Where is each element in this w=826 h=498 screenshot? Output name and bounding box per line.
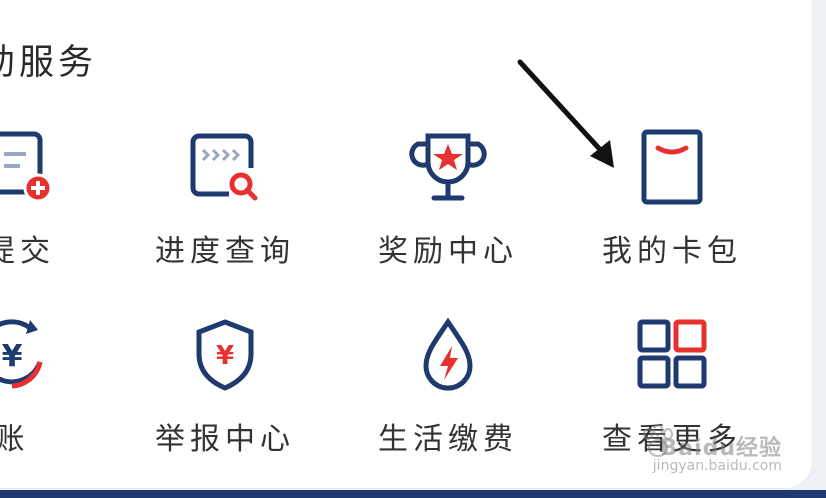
service-label: 我的卡包	[602, 234, 742, 269]
paw-logo-icon	[638, 422, 678, 462]
service-label: 提交	[0, 234, 55, 269]
service-item-submit[interactable]: 提交	[0, 128, 120, 288]
section-title: 助服务	[0, 43, 98, 83]
grid-more-icon	[632, 316, 712, 396]
service-label: 进度查询	[155, 234, 295, 269]
card-wallet-icon	[632, 128, 712, 208]
service-item-report-center[interactable]: ¥ 举报中心	[125, 316, 325, 476]
service-item-progress-query[interactable]: 进度查询	[125, 128, 325, 288]
refund-icon: ¥	[0, 316, 52, 396]
service-label: 举报中心	[155, 422, 295, 457]
annotation-arrow-icon	[510, 56, 630, 176]
services-card	[0, 0, 812, 488]
watermark-title: Baidu经验	[660, 436, 782, 461]
trophy-icon	[408, 128, 488, 208]
service-item-utility-payment[interactable]: 生活缴费	[348, 316, 548, 476]
document-add-icon	[0, 128, 60, 208]
water-drop-bolt-icon	[408, 316, 488, 396]
svg-text:¥: ¥	[2, 339, 23, 374]
service-item-my-card-wallet[interactable]: 我的卡包	[572, 128, 772, 288]
progress-search-icon	[185, 128, 265, 208]
service-item-view-more[interactable]: 查看更多	[572, 316, 772, 476]
watermark: Baidu经验 jingyan.baidu.com	[642, 422, 782, 482]
svg-text:¥: ¥	[216, 341, 234, 371]
service-item-rewards-center[interactable]: 奖励中心	[348, 128, 548, 288]
service-item-account[interactable]: ¥ 账	[0, 316, 112, 476]
bottom-bar	[0, 490, 826, 498]
service-label: 生活缴费	[378, 422, 518, 457]
watermark-url: jingyan.baidu.com	[652, 458, 782, 474]
shield-yen-icon: ¥	[185, 316, 265, 396]
service-label: 奖励中心	[378, 234, 518, 269]
service-label: 账	[0, 422, 30, 457]
